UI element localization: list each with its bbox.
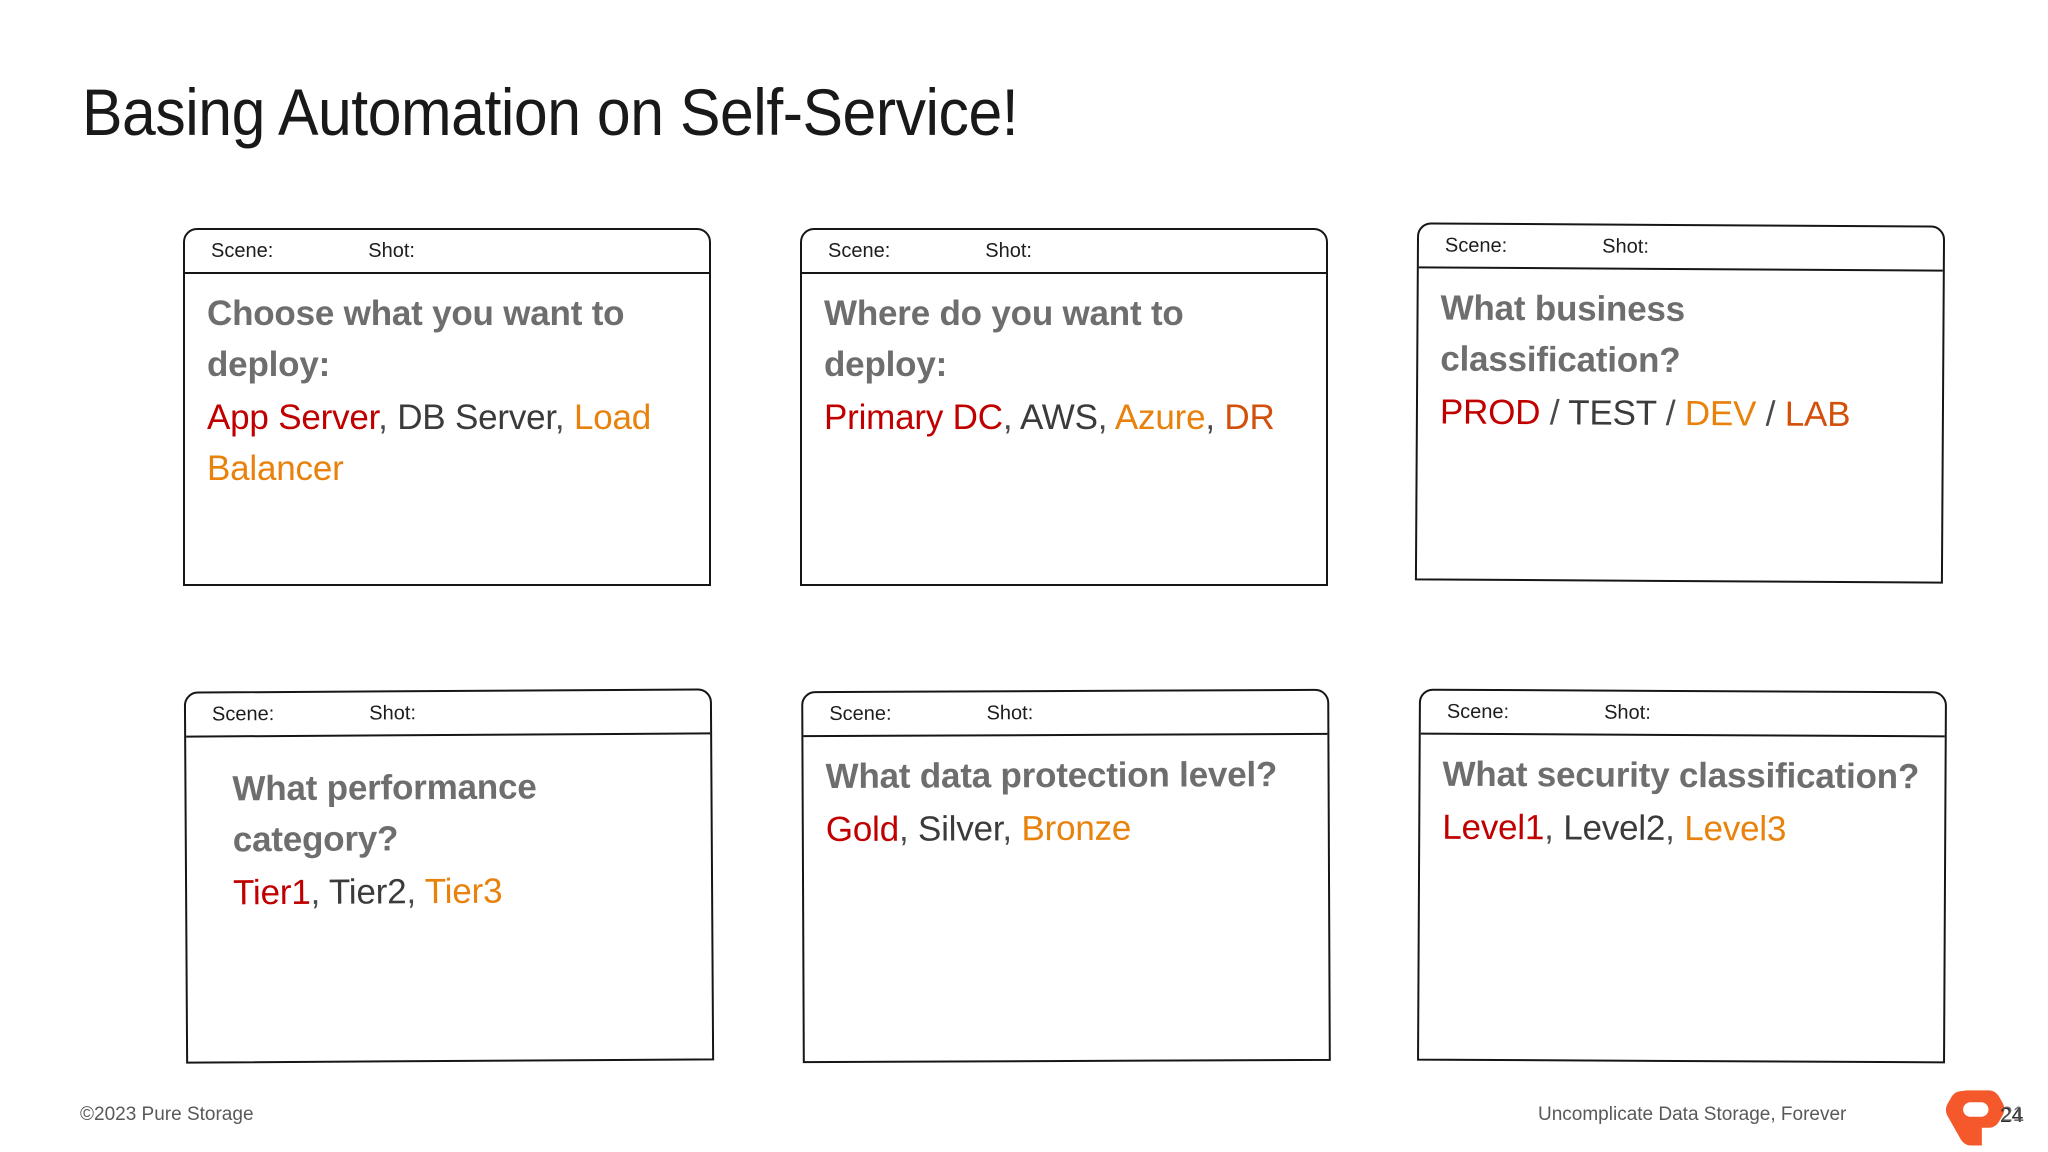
storyboard-card-performance-category[interactable]: Scene:Shot:What performance category?Tie… [183,688,715,1064]
scene-label: Scene: [828,239,891,262]
option-separator: , [1097,398,1115,438]
card-option[interactable]: Tier1 [232,873,311,913]
storyboard-card-business-classification[interactable]: Scene: Shot: What business classification?… [1414,222,1946,584]
card-options: Tier1, Tier2, Tier3 [233,865,691,919]
card-question: What performance category? [232,767,537,860]
card-option[interactable]: Silver [917,809,1003,849]
shot-label: Shot: [1602,235,1649,258]
option-separator: , [1544,808,1564,848]
card-header: Scene: Shot: [185,230,709,274]
card-options: App Server, DB Server, Load Balancer [207,392,689,494]
card-question: Choose what you want to deploy: [207,294,625,385]
footer-tagline: Uncomplicate Data Storage, Forever [1538,1104,1847,1125]
card-header: Scene: Shot: [185,690,711,738]
card-question: What security classification? [1442,754,1920,797]
storyboard-card-deploy-what[interactable]: Scene: Shot: Choose what you want to deplo… [183,228,711,586]
storyboard-card-deploy-where[interactable]: Scene: Shot: Where do you want to deploy: P… [800,228,1328,586]
shot-label: Shot: [369,701,417,724]
card-body: Where do you want to deploy: Primary DC, … [802,274,1326,443]
card-option[interactable]: Load Balancer [207,398,652,489]
pure-storage-logo-icon [1943,1089,2005,1147]
card-option[interactable]: AWS [1019,398,1098,438]
scene-label: Scene: [211,239,274,262]
card-question: What business classification? [1440,288,1686,381]
card-option[interactable]: Level1 [1442,807,1545,848]
card-header: Scene: Shot: [1418,224,1944,272]
option-separator: , [1002,809,1022,849]
card-body: What security classification? Level1, Lev… [1420,735,1945,856]
card-option[interactable]: Level2 [1563,808,1666,849]
card-option[interactable]: Azure [1114,398,1206,438]
card-header: Scene: Shot: [802,230,1326,274]
option-separator: , [1205,398,1225,438]
footer-copyright: ©2023 Pure Storage [80,1104,254,1125]
scene-label: Scene: [211,702,275,725]
card-option[interactable]: DB Server [397,398,555,438]
card-options: Level1, Level2, Level3 [1442,802,1924,856]
card-header: Scene: Shot: [803,690,1328,738]
page-number-overlay: 21 [2001,1103,2025,1126]
option-separator: , [554,398,574,438]
card-option[interactable]: Gold [825,809,900,850]
shot-label: Shot: [985,239,1032,262]
card-body: What performance category?Tier1, Tier2, … [186,734,711,918]
option-separator: / [1540,393,1569,433]
shot-label: Shot: [368,239,415,262]
option-separator: / [1656,394,1685,434]
storyboard-card-security-classification[interactable]: Scene: Shot: What security classification?… [1417,688,1947,1064]
card-option[interactable]: DEV [1684,394,1757,434]
scene-label: Scene: [1446,700,1510,723]
option-separator: , [406,872,425,912]
card-option[interactable]: Level3 [1684,809,1787,849]
card-option[interactable]: Bronze [1021,808,1132,849]
card-options: PROD / TEST / DEV / LAB [1440,387,1922,441]
option-separator: , [1002,398,1020,438]
card-option[interactable]: Tier3 [424,871,503,912]
page-title: Basing Automation on Self-Service! [82,75,1019,149]
card-options: Gold, Silver, Bronze [826,802,1308,855]
scene-label: Scene: [829,702,892,725]
card-body: What business classification? PROD / TEST… [1418,268,1943,440]
card-options: Primary DC, AWS, Azure, DR [824,392,1306,443]
card-question: What data protection level? [825,755,1278,797]
option-separator: / [1756,394,1785,434]
card-body: What data protection level? Gold, Silver,… [803,735,1328,855]
page-number: 21 24 [2000,1103,2025,1128]
card-option[interactable]: App Server [207,398,379,438]
card-question: Where do you want to deploy: [824,294,1184,385]
card-option[interactable]: TEST [1568,393,1657,434]
card-option[interactable]: PROD [1439,392,1541,433]
option-separator: , [310,872,330,913]
card-option[interactable]: Tier2 [328,872,407,912]
page-number-value: 24 [2000,1104,2024,1127]
option-separator: , [378,398,398,438]
storyboard-card-data-protection-level[interactable]: Scene: Shot: What data protection level? Go… [801,688,1331,1064]
option-separator: , [898,809,919,849]
card-option[interactable]: DR [1224,398,1275,438]
scene-label: Scene: [1444,234,1508,257]
card-header: Scene: Shot: [1420,690,1945,738]
option-separator: , [1665,809,1685,849]
shot-label: Shot: [1604,701,1651,724]
card-body: Choose what you want to deploy:App Serve… [185,274,709,494]
shot-label: Shot: [986,701,1034,724]
card-option[interactable]: Primary DC [824,398,1003,438]
card-option[interactable]: LAB [1784,394,1851,435]
